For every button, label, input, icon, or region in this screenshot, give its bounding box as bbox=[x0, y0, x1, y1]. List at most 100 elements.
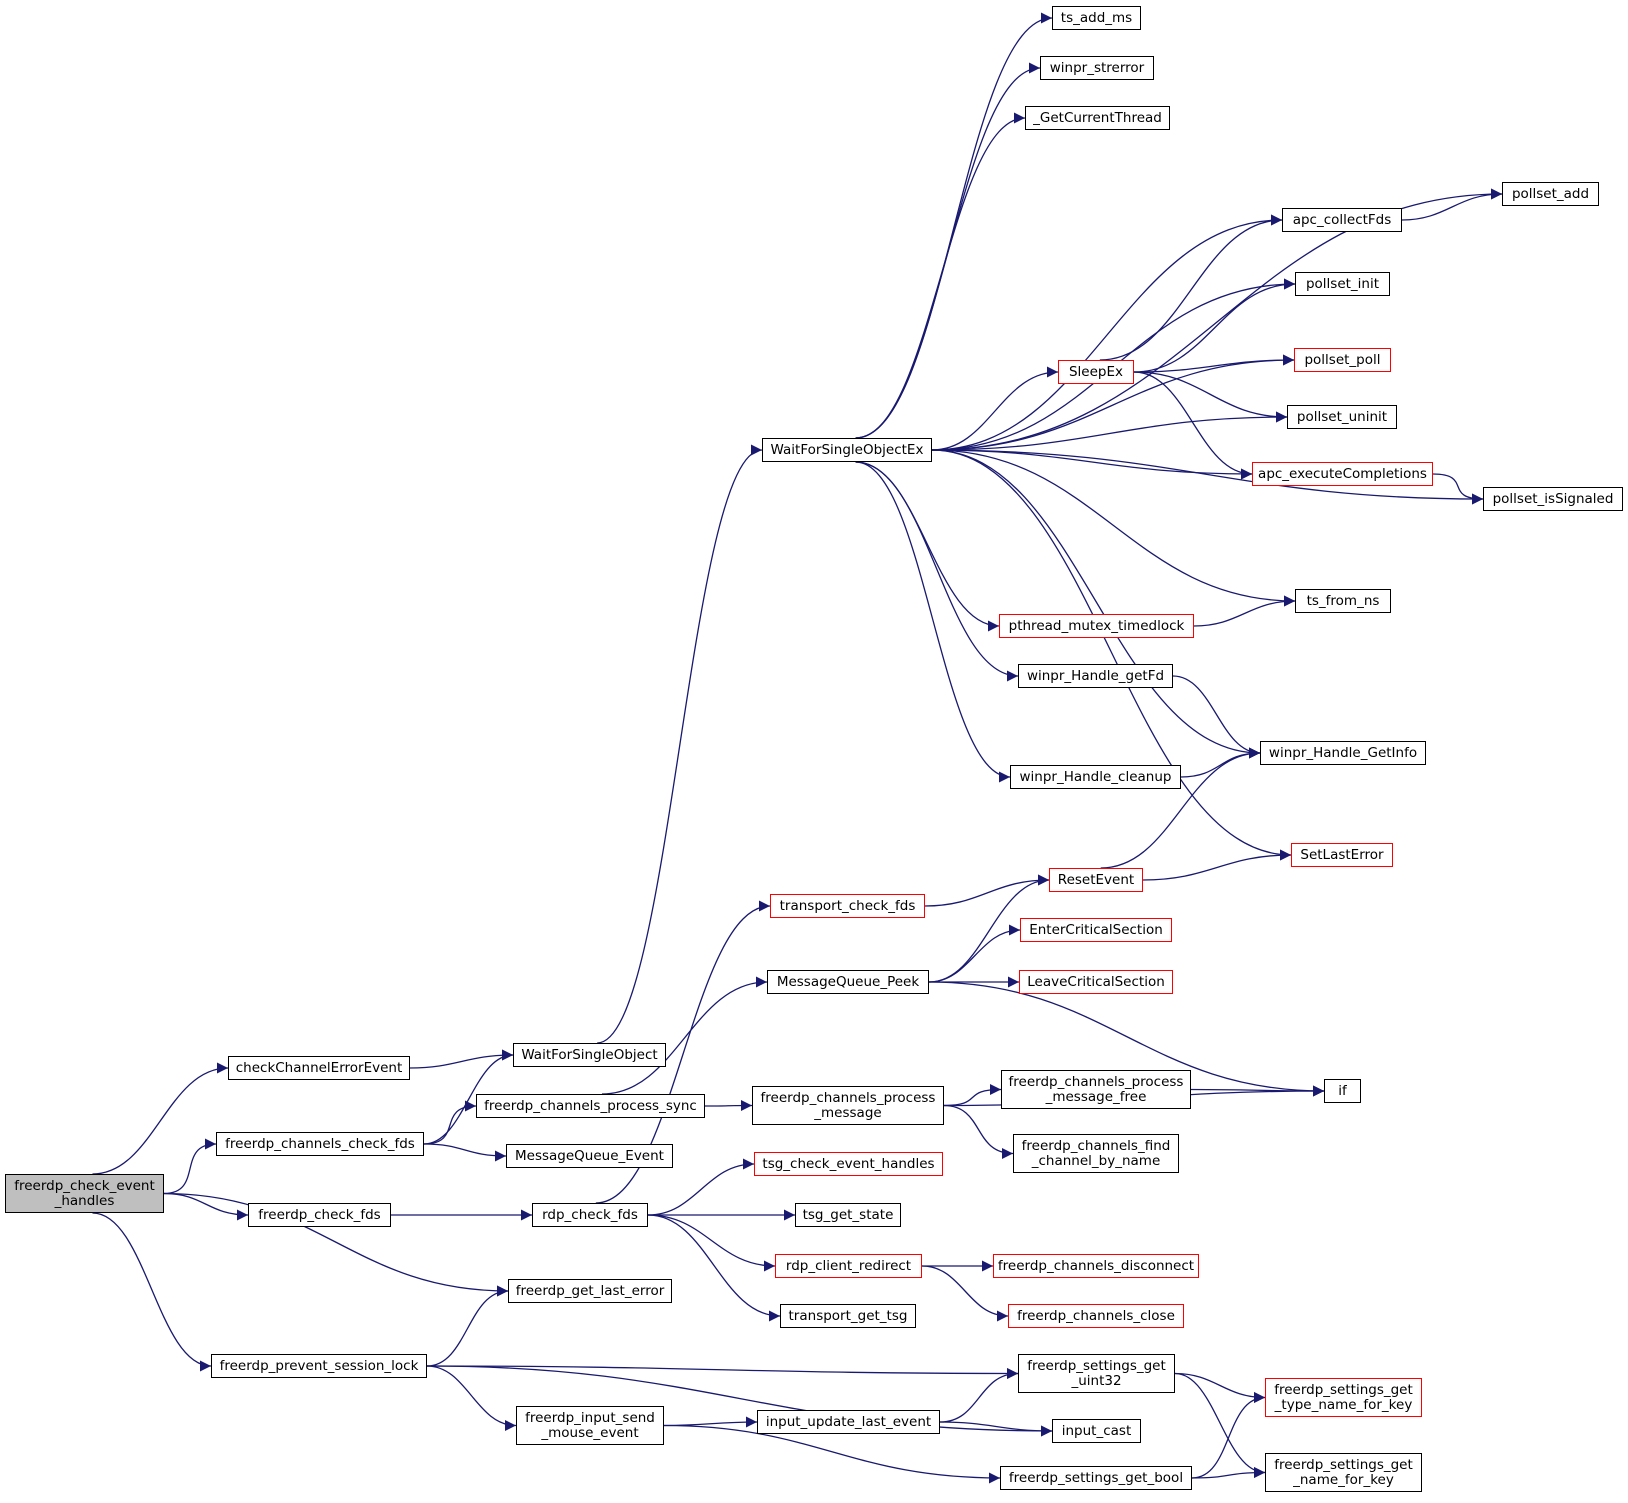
edge-input-update-last-event-to-input-cast bbox=[939, 1421, 1053, 1437]
node-rdp-client-redirect[interactable]: rdp_client_redirect bbox=[775, 1254, 922, 1278]
edge-rdp-check-fds-to-transport-check-fds bbox=[595, 900, 771, 1204]
node-freerdp-prevent-session-lock[interactable]: freerdp_prevent_session_lock bbox=[211, 1354, 427, 1378]
node-tsg-get-state[interactable]: tsg_get_state bbox=[795, 1203, 901, 1227]
node-label: input_update_last_event bbox=[765, 1413, 932, 1430]
edge-freerdp-prevent-session-lock-to-freerdp-settings-get-uint32 bbox=[426, 1365, 1019, 1379]
edge-wait-for-single-object-ex-to-pollset-is-signaled bbox=[931, 449, 1484, 505]
node-transport-get-tsg[interactable]: transport_get_tsg bbox=[780, 1304, 916, 1328]
node-winpr-strerror[interactable]: winpr_strerror bbox=[1040, 56, 1154, 80]
node-enter-critical-section[interactable]: EnterCriticalSection bbox=[1020, 918, 1172, 942]
node-if[interactable]: if bbox=[1324, 1079, 1361, 1103]
edge-freerdp-settings-get-bool-to-freerdp-settings-get-type-name-for-key bbox=[1191, 1392, 1266, 1479]
node-input-cast[interactable]: input_cast bbox=[1052, 1419, 1141, 1443]
edge-freerdp-channels-process-sync-to-message-queue-peek bbox=[601, 976, 768, 1095]
node-apc-execute-completions[interactable]: apc_executeCompletions bbox=[1252, 462, 1433, 486]
node-transport-check-fds[interactable]: transport_check_fds bbox=[770, 894, 925, 918]
node-sleep-ex[interactable]: SleepEx bbox=[1058, 360, 1134, 384]
node-freerdp-channels-process-sync[interactable]: freerdp_channels_process_sync bbox=[476, 1094, 705, 1118]
edge-wait-for-single-object-ex-to-set-last-error bbox=[931, 449, 1292, 861]
node-label: freerdp_channels_check_fds bbox=[225, 1135, 415, 1152]
node-freerdp-input-send-mouse-event[interactable]: freerdp_input_send_mouse_event bbox=[516, 1406, 664, 1445]
edge-freerdp-channels-process-message-to-freerdp-channels-find-channel-by-name bbox=[943, 1104, 1014, 1159]
edge-freerdp-prevent-session-lock-to-input-cast bbox=[426, 1365, 1053, 1437]
node-label: checkChannelErrorEvent bbox=[235, 1059, 403, 1076]
edge-apc-execute-completions-to-pollset-is-signaled bbox=[1432, 473, 1484, 505]
node-label-line2: _message_free bbox=[1045, 1088, 1147, 1105]
node-label: freerdp_prevent_session_lock bbox=[219, 1357, 419, 1374]
node-label: winpr_strerror bbox=[1049, 59, 1145, 76]
node-label: ts_from_ns bbox=[1306, 592, 1380, 609]
root-node-freerdp-check-event-handles: freerdp_check_event_handles bbox=[5, 1174, 164, 1213]
node-wait-for-single-object-ex[interactable]: WaitForSingleObjectEx bbox=[762, 438, 932, 462]
edge-freerdp-channels-check-fds-to-message-queue-event bbox=[423, 1143, 507, 1162]
edge-check-channel-error-event-to-wait-for-single-object bbox=[409, 1049, 514, 1069]
node-winpr-handle-get-info[interactable]: winpr_Handle_GetInfo bbox=[1260, 741, 1426, 765]
edge-sleep-ex-to-pollset-poll bbox=[1133, 354, 1295, 373]
node-rdp-check-fds[interactable]: rdp_check_fds bbox=[532, 1203, 648, 1227]
node-pthread-mutex-timedlock[interactable]: pthread_mutex_timedlock bbox=[999, 614, 1194, 638]
node-label: pollset_poll bbox=[1304, 351, 1381, 368]
node-label: WaitForSingleObjectEx bbox=[770, 441, 924, 458]
node-label: WaitForSingleObject bbox=[521, 1046, 658, 1063]
edge-freerdp-prevent-session-lock-to-freerdp-get-last-error bbox=[426, 1285, 509, 1367]
edge-wait-for-single-object-ex-to-winpr-handle-get-info bbox=[931, 449, 1261, 759]
node-apc-collect-fds[interactable]: apc_collectFds bbox=[1282, 208, 1402, 232]
node-winpr-handle-get-fd[interactable]: winpr_Handle_getFd bbox=[1018, 664, 1173, 688]
node-label-line2: _name_for_key bbox=[1293, 1471, 1394, 1488]
edge-freerdp-settings-get-uint32-to-freerdp-settings-get-name-for-key bbox=[1174, 1372, 1266, 1478]
node-freerdp-channels-check-fds[interactable]: freerdp_channels_check_fds bbox=[216, 1132, 424, 1156]
node-freerdp-settings-get-name-for-key[interactable]: freerdp_settings_get_name_for_key bbox=[1265, 1453, 1422, 1492]
node-label: EnterCriticalSection bbox=[1029, 921, 1163, 938]
node-label: tsg_get_state bbox=[802, 1206, 894, 1223]
node-label: transport_check_fds bbox=[779, 897, 916, 914]
node-winpr-handle-cleanup[interactable]: winpr_Handle_cleanup bbox=[1010, 765, 1181, 789]
node-freerdp-channels-process-message-free[interactable]: freerdp_channels_process_message_free bbox=[1001, 1070, 1191, 1109]
node-freerdp-channels-find-channel-by-name[interactable]: freerdp_channels_find_channel_by_name bbox=[1013, 1134, 1179, 1173]
node-input-update-last-event[interactable]: input_update_last_event bbox=[757, 1410, 940, 1434]
node-label: tsg_check_event_handles bbox=[762, 1155, 935, 1172]
node-label: freerdp_check_event bbox=[14, 1177, 155, 1194]
node-label: winpr_Handle_cleanup bbox=[1019, 768, 1172, 785]
node-pollset-is-signaled[interactable]: pollset_isSignaled bbox=[1483, 487, 1623, 511]
node-reset-event[interactable]: ResetEvent bbox=[1049, 868, 1143, 892]
edge-root-to-freerdp-channels-check-fds bbox=[163, 1138, 217, 1195]
node-leave-critical-section[interactable]: LeaveCriticalSection bbox=[1019, 970, 1173, 994]
edge-freerdp-channels-process-sync-to-freerdp-channels-process-message bbox=[704, 1100, 753, 1112]
edge-wait-for-single-object-ex-to-pollset-poll bbox=[931, 354, 1295, 451]
node-pollset-init[interactable]: pollset_init bbox=[1295, 272, 1390, 296]
node-check-channel-error-event[interactable]: checkChannelErrorEvent bbox=[228, 1056, 410, 1080]
node-label: freerdp_channels_process bbox=[1008, 1073, 1184, 1090]
node-label: ResetEvent bbox=[1057, 871, 1135, 888]
node-set-last-error[interactable]: SetLastError bbox=[1291, 843, 1393, 867]
node-pollset-add[interactable]: pollset_add bbox=[1502, 182, 1599, 206]
node-label-line2: _uint32 bbox=[1071, 1372, 1122, 1389]
edge-root-to-freerdp-prevent-session-lock bbox=[92, 1212, 212, 1372]
node-ts-add-ms[interactable]: ts_add_ms bbox=[1052, 6, 1141, 30]
node-label: pollset_init bbox=[1305, 275, 1380, 292]
node-label-line2: _type_name_for_key bbox=[1274, 1396, 1413, 1413]
node-ts-from-ns[interactable]: ts_from_ns bbox=[1295, 589, 1391, 613]
node-message-queue-event[interactable]: MessageQueue_Event bbox=[506, 1144, 673, 1168]
node-freerdp-settings-get-type-name-for-key[interactable]: freerdp_settings_get_type_name_for_key bbox=[1265, 1378, 1422, 1417]
edge-freerdp-settings-get-uint32-to-freerdp-settings-get-type-name-for-key bbox=[1174, 1372, 1266, 1403]
node-label: winpr_Handle_GetInfo bbox=[1268, 744, 1418, 761]
node-freerdp-channels-close[interactable]: freerdp_channels_close bbox=[1008, 1304, 1184, 1328]
node-freerdp-settings-get-bool[interactable]: freerdp_settings_get_bool bbox=[1000, 1466, 1192, 1490]
edge-message-queue-peek-to-enter-critical-section bbox=[928, 924, 1021, 983]
edge-freerdp-input-send-mouse-event-to-freerdp-settings-get-bool bbox=[663, 1424, 1001, 1484]
node-pollset-uninit[interactable]: pollset_uninit bbox=[1287, 405, 1397, 429]
node-wait-for-single-object[interactable]: WaitForSingleObject bbox=[513, 1043, 666, 1067]
node-freerdp-settings-get-uint32[interactable]: freerdp_settings_get_uint32 bbox=[1018, 1354, 1175, 1393]
node-label: _GetCurrentThread bbox=[1033, 109, 1162, 126]
node-tsg-check-event-handles[interactable]: tsg_check_event_handles bbox=[754, 1152, 943, 1176]
node-freerdp-channels-disconnect[interactable]: freerdp_channels_disconnect bbox=[993, 1254, 1199, 1278]
node-pollset-poll[interactable]: pollset_poll bbox=[1294, 348, 1391, 372]
node-freerdp-get-last-error[interactable]: freerdp_get_last_error bbox=[508, 1279, 672, 1303]
node-get-current-thread[interactable]: _GetCurrentThread bbox=[1025, 106, 1170, 130]
edge-rdp-check-fds-to-transport-get-tsg bbox=[647, 1214, 781, 1322]
node-freerdp-check-fds[interactable]: freerdp_check_fds bbox=[248, 1203, 391, 1227]
node-freerdp-channels-process-message[interactable]: freerdp_channels_process_message bbox=[752, 1086, 944, 1125]
node-message-queue-peek[interactable]: MessageQueue_Peek bbox=[767, 970, 929, 994]
node-label: pollset_isSignaled bbox=[1492, 490, 1614, 507]
